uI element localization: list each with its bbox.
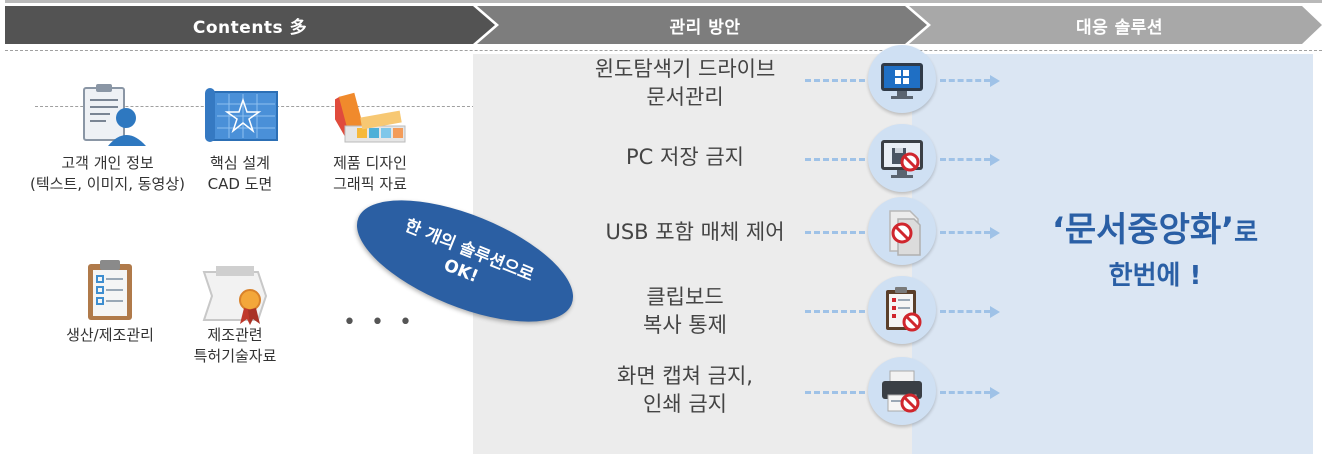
header-management: 관리 방안 [477,6,927,44]
result-suffix: 로 [1234,218,1259,248]
header-contents: Contents 多 [5,6,495,44]
content-label-line2: 그래픽 자료 [333,175,407,193]
top-border [5,0,1322,3]
certificate-icon [202,266,268,325]
content-label-patent: 제조관련 특허기술자료 [175,325,295,367]
header-contents-label: Contents 多 [192,17,308,38]
method-label-usb: USB 포함 매체 제어 [545,218,845,246]
header-solution-label: 대응 솔루션 [1075,17,1164,38]
arrow-head [990,387,1000,399]
method-label-line2: 문서관리 [646,85,724,109]
method-label-line2: 인쇄 금지 [643,392,727,416]
connector-dashes [940,158,990,161]
method-label-explorer: 윈도탐색기 드라이브 문서관리 [535,55,835,111]
method-label-pc-save: PC 저장 금지 [535,143,835,171]
connector-dashes [805,79,865,82]
content-label-line2: CAD 도면 [207,175,273,193]
arrow-head [990,227,1000,239]
connector-dashes [805,391,865,394]
color-palette-icon [335,92,406,143]
printer-block-icon [868,357,936,425]
arrow-head [990,75,1000,87]
content-label-line1: 생산/제조관리 [66,326,154,344]
connector-dashes [940,231,990,234]
connector-dashes [805,310,865,313]
windows-monitor-icon [868,45,936,113]
more-ellipsis: • • • [343,310,416,335]
connector-dashes [940,310,990,313]
method-label-line1: USB 포함 매체 제어 [605,220,785,244]
content-label-line1: 핵심 설계 [210,154,270,172]
blueprint-icon [205,88,278,142]
management-panel [473,54,913,454]
method-label-line1: PC 저장 금지 [626,145,744,169]
connector-dashes [940,79,990,82]
result-text: ‘문서중앙화’로 한번에 ! [1005,208,1305,292]
content-label-production: 생산/제조관리 [40,325,180,346]
arrow-head [990,306,1000,318]
content-label-customer: 고객 개인 정보 (텍스트, 이미지, 동영상) [15,153,200,195]
solution-panel [912,54,1313,454]
content-label-line1: 고객 개인 정보 [61,154,154,172]
content-label-cad: 핵심 설계 CAD 도면 [180,153,300,195]
clipboard-block-icon [868,276,936,344]
connector-dashes [805,231,865,234]
arrow-head [990,154,1000,166]
divider-line [5,50,1322,51]
customer-info-icon [83,84,146,146]
method-label-line1: 윈도탐색기 드라이브 [594,57,776,81]
content-label-line1: 제품 디자인 [333,154,407,172]
method-label-capture: 화면 캡쳐 금지, 인쇄 금지 [535,362,835,418]
result-quote-close: ’ [1221,210,1235,250]
content-label-line2: (텍스트, 이미지, 동영상) [30,175,185,193]
header-solution: 대응 솔루션 [909,6,1322,44]
content-label-line2: 특허기술자료 [193,347,277,365]
method-label-line1: 화면 캡쳐 금지, [617,364,753,388]
pc-save-block-icon [868,124,936,192]
connector-dashes [940,391,990,394]
result-quote-open: ‘ [1051,210,1065,250]
usb-media-block-icon [868,197,936,265]
connector-dashes [805,158,865,161]
result-main: 문서중앙화 [1064,210,1222,250]
clipboard-checklist-icon [88,260,132,320]
result-line2: 한번에 ! [1108,261,1202,291]
method-label-line2: 복사 통제 [643,313,727,337]
content-label-design: 제품 디자인 그래픽 자료 [310,153,430,195]
content-label-line1: 제조관련 [207,326,263,344]
header-management-label: 관리 방안 [669,17,741,38]
method-label-clipboard: 클립보드 복사 통제 [535,283,835,339]
method-label-line1: 클립보드 [646,285,724,309]
